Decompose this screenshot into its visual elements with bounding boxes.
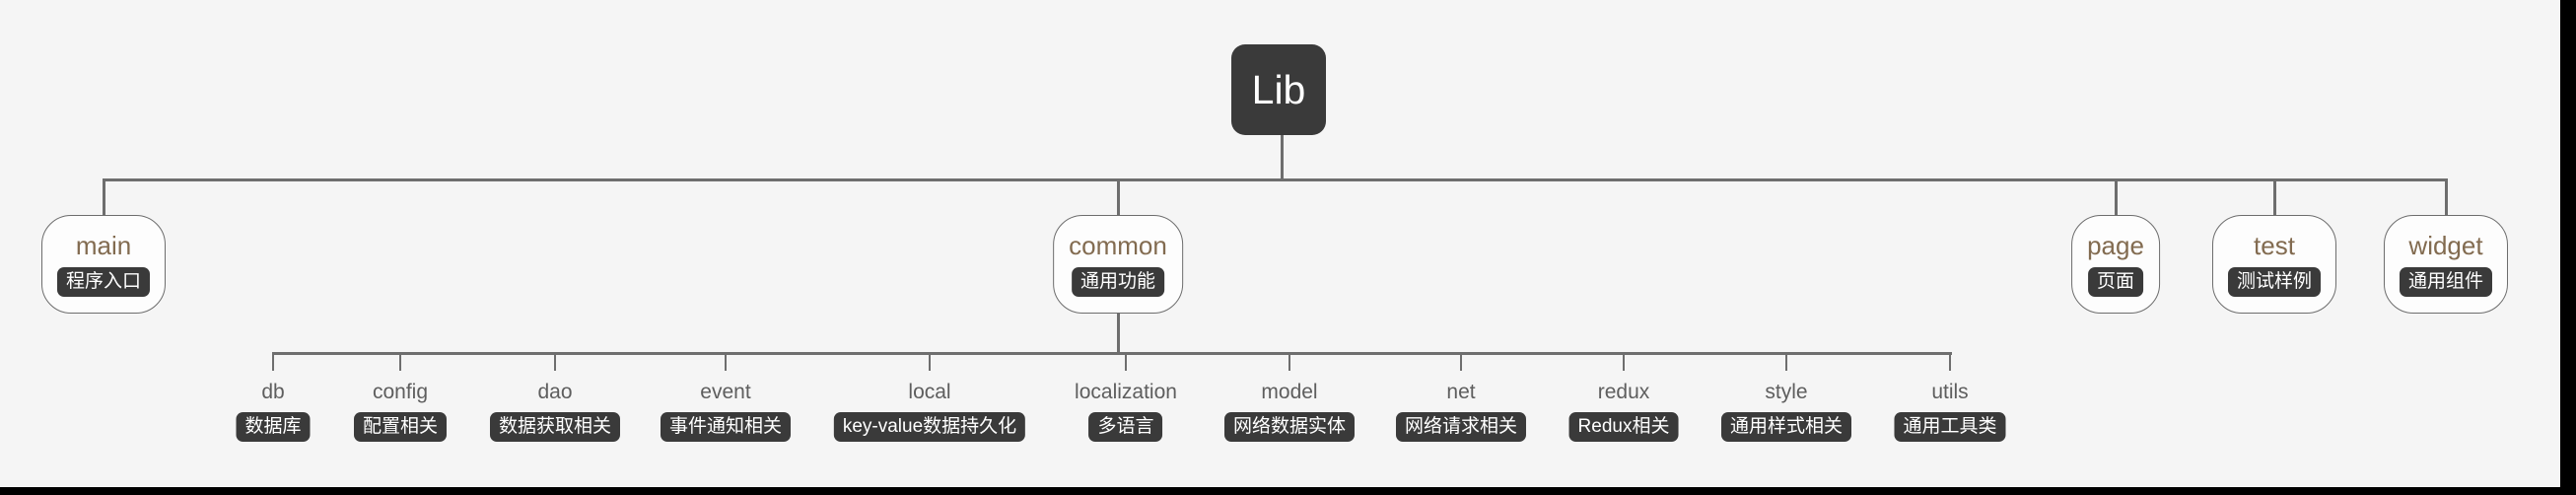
connector-common-children-drop [1117,314,1120,353]
connector-drop-widget [2445,181,2448,217]
branch-title: page [2087,230,2144,260]
window-edge-bottom [0,487,2576,495]
branch-title: test [2254,230,2295,260]
branch-title: main [75,230,132,260]
child-node-utils: utils 通用工具类 [1894,381,2006,443]
branch-badge: 页面 [2087,266,2143,297]
child-badge: 事件通知相关 [660,412,792,443]
connector-tick-dao [554,355,556,371]
child-badge: 数据库 [236,412,311,443]
branch-title: widget [2408,230,2483,260]
connector-tick-redux [1623,355,1625,371]
branch-node-test: test 测试样例 [2211,215,2337,314]
connector-root-drop [1281,135,1284,180]
connector-tick-style [1785,355,1787,371]
child-label: net [1446,381,1476,403]
connector-drop-page [2115,181,2118,217]
child-badge: 配置相关 [353,412,448,443]
child-node-net: net 网络请求相关 [1395,381,1527,443]
child-node-style: style 通用样式相关 [1720,381,1852,443]
child-label: redux [1597,381,1650,403]
child-badge: 网络数据实体 [1223,412,1356,443]
root-node-lib: Lib [1231,44,1326,135]
child-label: style [1765,381,1808,403]
child-label: utils [1931,381,1969,403]
connector-tick-localization [1125,355,1127,371]
child-node-localization: localization 多语言 [1075,381,1177,443]
branch-badge: 测试样例 [2227,266,2322,297]
child-node-event: event 事件通知相关 [660,381,792,443]
window-edge-right [2560,0,2576,495]
connector-children-bus [272,352,1952,355]
child-badge: key-value数据持久化 [833,412,1026,443]
connector-tick-net [1460,355,1462,371]
child-node-config: config 配置相关 [353,381,448,443]
branch-badge: 程序入口 [56,266,151,297]
child-label: dao [537,381,573,403]
connector-drop-main [103,181,105,217]
child-node-model: model 网络数据实体 [1223,381,1356,443]
connector-tick-local [929,355,931,371]
connector-tick-event [725,355,727,371]
branch-node-main: main 程序入口 [40,215,167,314]
child-label: localization [1075,381,1177,403]
child-label: model [1261,381,1318,403]
child-node-db: db 数据库 [236,381,311,443]
connector-level1-bus [103,178,2448,181]
connector-tick-config [399,355,401,371]
child-label: local [908,381,951,403]
branch-badge: 通用功能 [1071,266,1165,297]
child-node-local: local key-value数据持久化 [833,381,1026,443]
connector-tick-db [272,355,274,371]
child-badge: 多语言 [1088,412,1163,443]
branch-node-widget: widget 通用组件 [2383,215,2509,314]
branch-badge: 通用组件 [2399,266,2493,297]
child-badge: 网络请求相关 [1395,412,1527,443]
branch-title: common [1069,230,1167,260]
connector-tick-model [1288,355,1290,371]
child-label: db [261,381,285,403]
child-badge: 数据获取相关 [489,412,621,443]
child-label: event [700,381,751,403]
child-badge: 通用工具类 [1894,412,2006,443]
child-badge: 通用样式相关 [1720,412,1852,443]
connector-tick-utils [1949,355,1951,371]
child-label: config [372,381,429,403]
child-node-redux: redux Redux相关 [1568,381,1679,443]
connector-drop-test [2273,181,2276,217]
child-node-dao: dao 数据获取相关 [489,381,621,443]
branch-node-common: common 通用功能 [1053,215,1183,314]
branch-node-page: page 页面 [2071,215,2160,314]
root-node-label: Lib [1251,66,1306,112]
child-badge: Redux相关 [1568,412,1679,443]
connector-drop-common [1117,181,1120,215]
